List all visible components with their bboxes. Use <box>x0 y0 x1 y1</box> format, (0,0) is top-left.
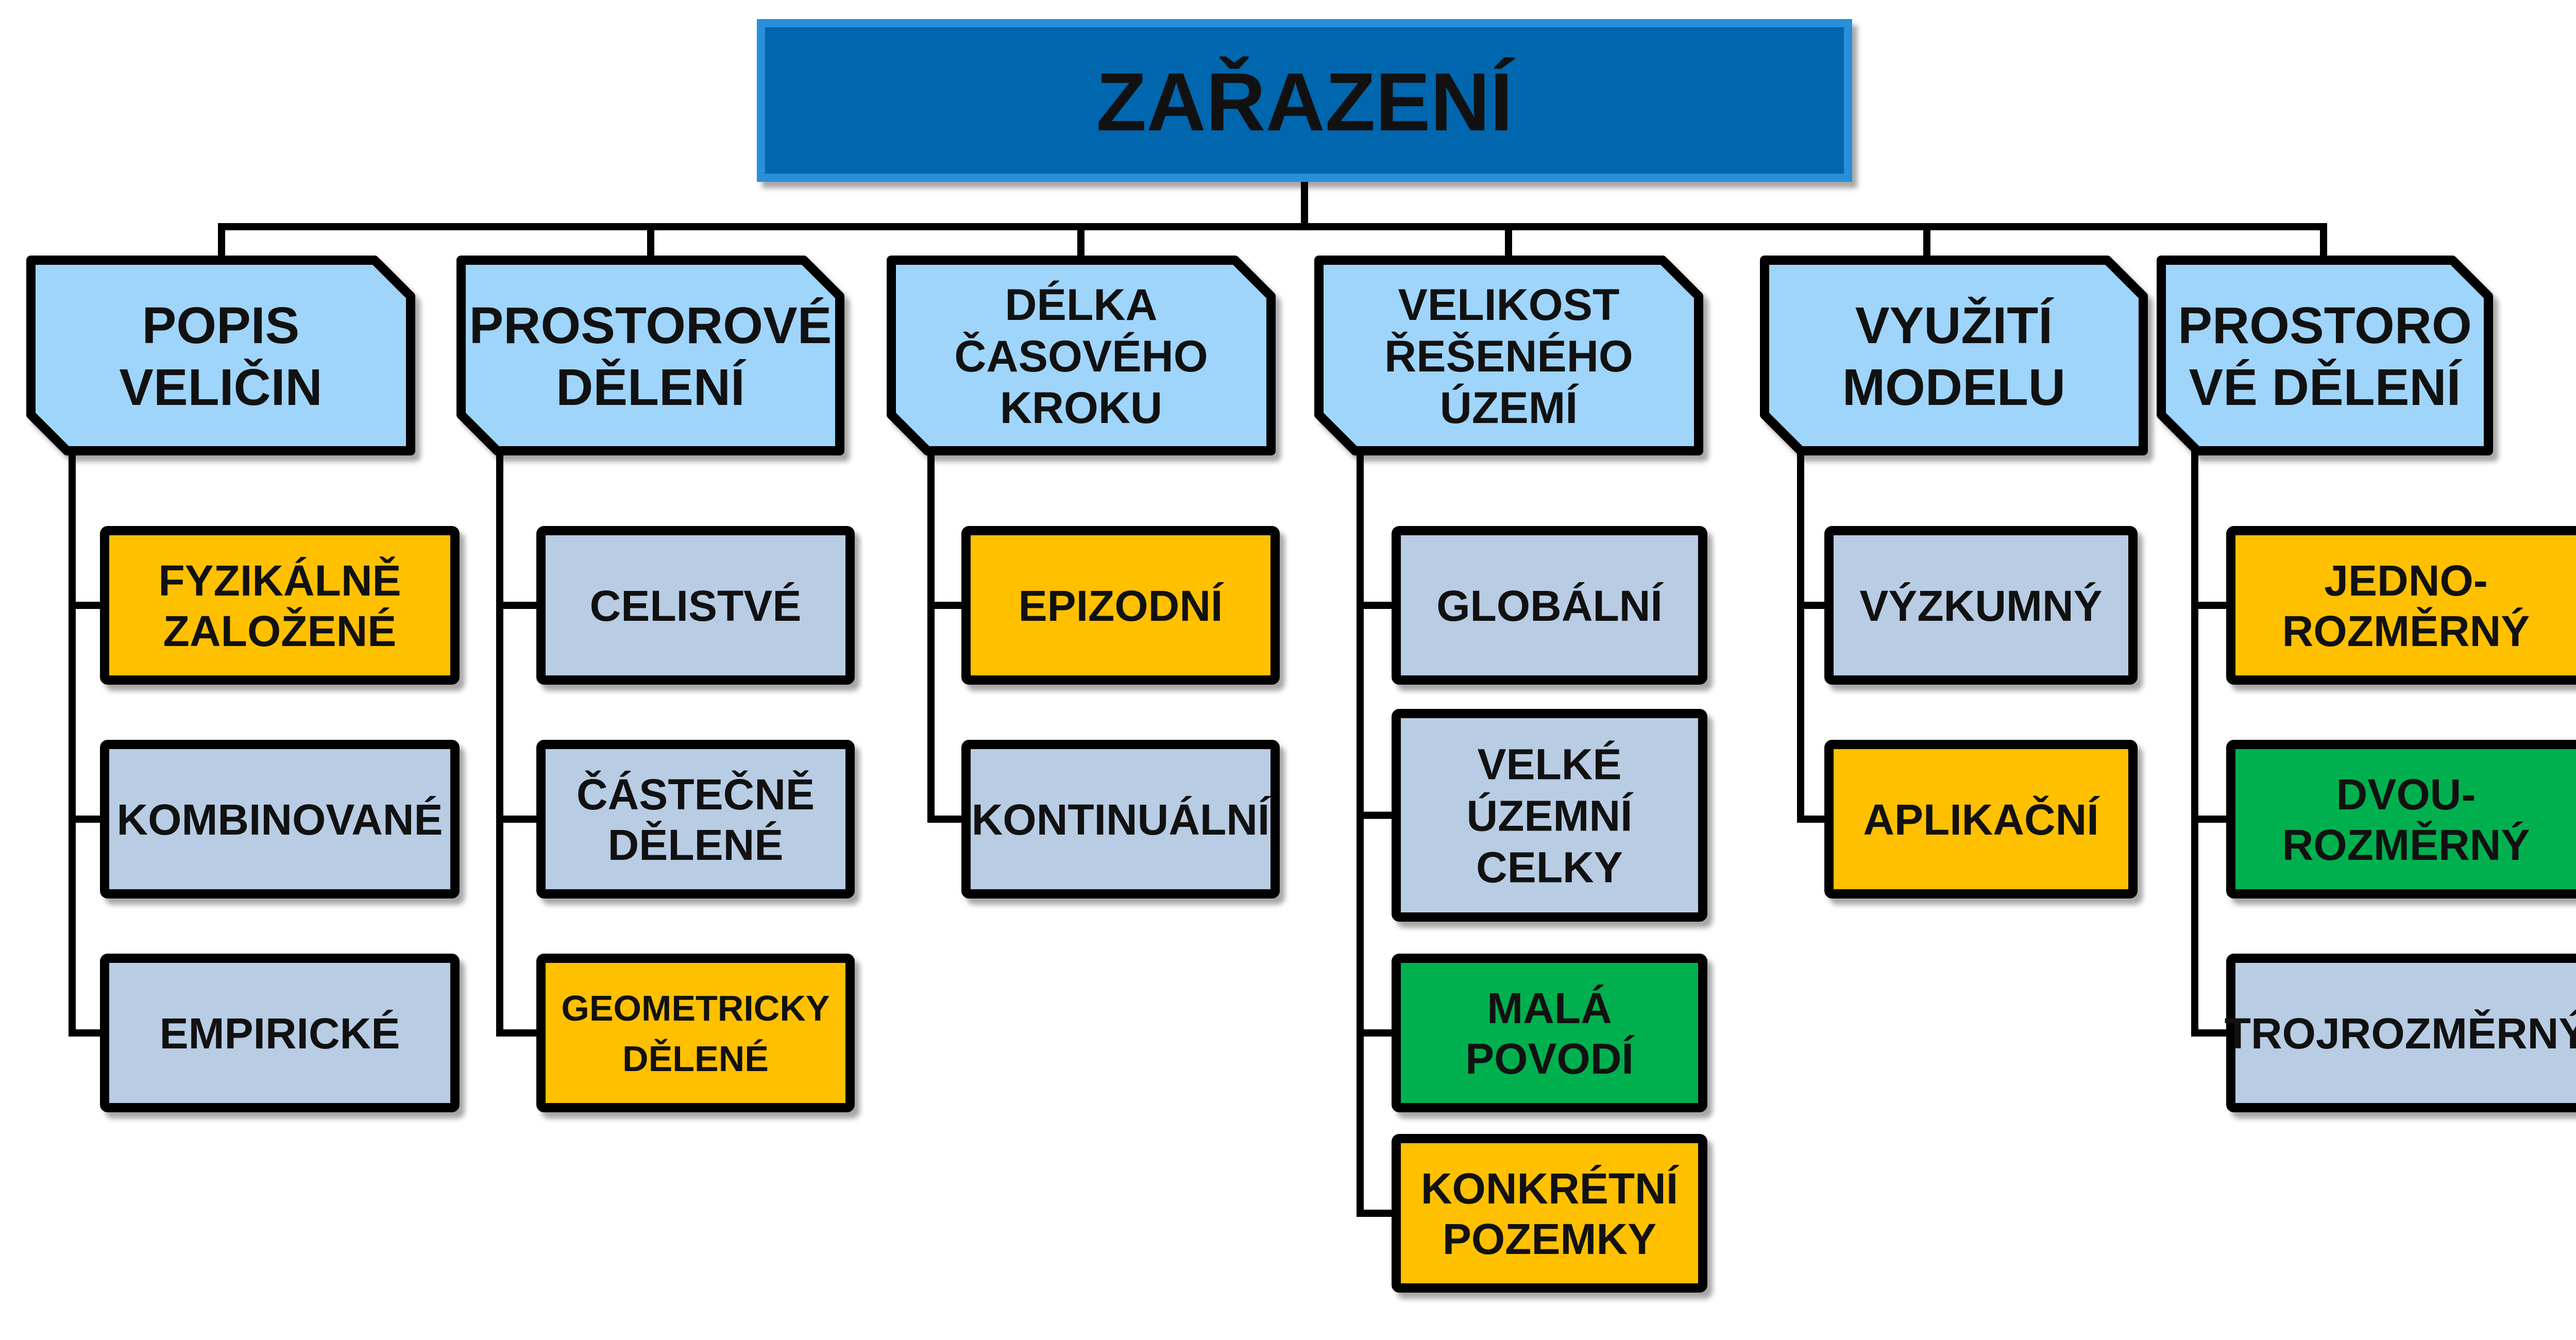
item-label-line: EPIZODNÍ <box>1019 582 1224 630</box>
item-label-line: DVOU- <box>2336 770 2476 819</box>
item-label: EPIZODNÍ <box>1019 582 1224 630</box>
category-label-line: ČASOVÉHO <box>954 332 1208 381</box>
item-label: KONTINUÁLNÍ <box>972 795 1271 844</box>
item-label-line: VELKÉ <box>1477 740 1621 789</box>
item-box <box>1824 526 2138 685</box>
item-box <box>2226 526 2576 685</box>
connector-lines <box>69 174 2327 1217</box>
item-label-line: EMPIRICKÉ <box>160 1009 400 1058</box>
item-box <box>2226 954 2576 1112</box>
item-label-line: TROJROZMĚRNÝ <box>2225 1009 2576 1058</box>
item-box <box>1824 740 2138 898</box>
item-label-line: FYZIKÁLNĚ <box>158 556 401 605</box>
item-box <box>961 740 1280 898</box>
item-label: GLOBÁLNÍ <box>1436 582 1664 630</box>
item-box <box>536 954 855 1112</box>
category-label-line: VELIKOST <box>1398 280 1619 330</box>
item-box <box>1392 1134 1707 1293</box>
item-label-line: POVODÍ <box>1465 1034 1635 1083</box>
item-label-line: ZALOŽENÉ <box>163 607 397 655</box>
item-box <box>100 954 460 1112</box>
item-label-line: KOMBINOVANÉ <box>116 795 443 844</box>
title-box <box>757 19 1852 182</box>
item-label-line: DĚLENÉ <box>608 821 784 869</box>
item-box <box>100 526 460 685</box>
category-box <box>887 256 1276 455</box>
item-label-line: JEDNO- <box>2324 556 2487 605</box>
category-label-line: VELIČIN <box>119 359 322 416</box>
item-label-line: DĚLENÉ <box>622 1038 769 1079</box>
item-label-line: VÝZKUMNÝ <box>1859 582 2102 630</box>
category-label-line: MODELU <box>1842 359 2065 416</box>
category-label-line: POPIS <box>142 297 300 354</box>
item-label-line: KONKRÉTNÍ <box>1421 1164 1680 1213</box>
item-label-line: KONTINUÁLNÍ <box>972 795 1271 844</box>
item-box <box>961 526 1280 685</box>
category-label-line: PROSTORO <box>2178 297 2471 354</box>
item-box <box>1392 954 1707 1112</box>
item-label: KOMBINOVANÉ <box>116 795 443 844</box>
item-label: JEDNO-ROZMĚRNÝ <box>2282 556 2530 655</box>
item-label-line: APLIKAČNÍ <box>1863 795 2100 844</box>
item-label-line: ROZMĚRNÝ <box>2282 607 2530 655</box>
item-label: EMPIRICKÉ <box>160 1009 400 1058</box>
item-box <box>536 740 855 898</box>
item-box <box>536 526 855 685</box>
item-box <box>100 740 460 898</box>
category-label-line: VYUŽITÍ <box>1855 297 2054 354</box>
category-label-line: DÉLKA <box>1005 280 1157 330</box>
category-label-line: PROSTOROVÉ <box>469 297 832 354</box>
item-label: GEOMETRICKY DĚLENÉ <box>561 988 829 1079</box>
item-label-line: CELKY <box>1476 843 1623 892</box>
item-label-line: ROZMĚRNÝ <box>2282 821 2530 869</box>
item-label-line: GLOBÁLNÍ <box>1436 582 1664 630</box>
diagram-title: ZAŘAZENÍ <box>1096 56 1515 148</box>
item-label-line: POZEMKY <box>1443 1215 1656 1263</box>
item-box <box>1392 526 1707 685</box>
category-label-line: DĚLENÍ <box>556 359 746 416</box>
category-label-line: VÉ DĚLENÍ <box>2189 359 2462 416</box>
item-label-line: ČÁSTEČNĚ <box>577 770 815 819</box>
item-label-line: MALÁ <box>1487 984 1612 1032</box>
category-label-line: KROKU <box>1000 383 1162 433</box>
item-label: APLIKAČNÍ <box>1863 795 2100 844</box>
category-label-line: ŘEŠENÉHO <box>1384 332 1633 381</box>
category-box <box>2157 256 2493 455</box>
item-label: CELISTVÉ <box>590 582 802 630</box>
category-box <box>456 256 844 455</box>
item-label: DVOU-ROZMĚRNÝ <box>2282 770 2530 869</box>
category-label-line: ÚZEMÍ <box>1440 383 1579 433</box>
item-box <box>1392 709 1707 922</box>
category-box <box>26 256 415 455</box>
item-label-line: ÚZEMNÍ <box>1467 792 1634 840</box>
item-label-line: GEOMETRICKY <box>561 988 829 1028</box>
item-label: TROJROZMĚRNÝ <box>2225 1009 2576 1058</box>
item-label: VÝZKUMNÝ <box>1859 582 2102 630</box>
category-box <box>1760 256 2148 455</box>
item-label-line: CELISTVÉ <box>590 582 802 630</box>
item-box <box>2226 740 2576 898</box>
category-box <box>1314 256 1703 455</box>
